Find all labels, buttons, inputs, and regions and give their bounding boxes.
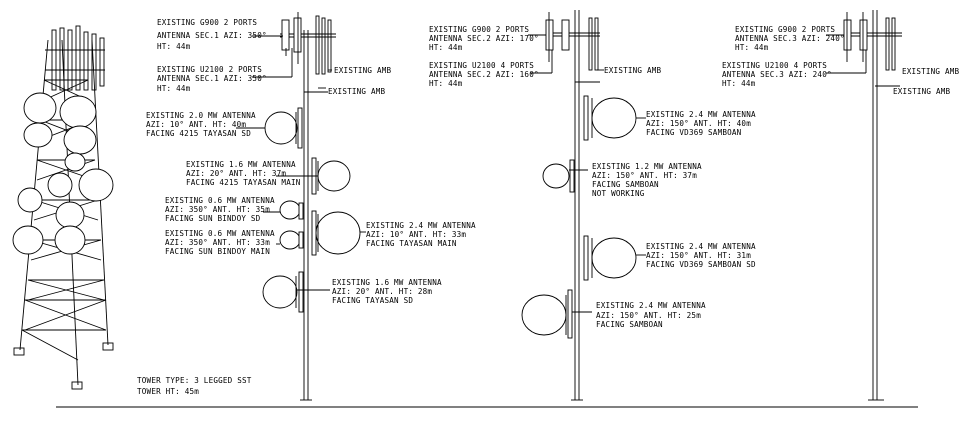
s2-u2100-line1: EXISTING U2100 4 PORTS xyxy=(429,61,534,70)
s2-mw2-line3: FACING SAMBOAN xyxy=(592,180,659,189)
s1-mw3-line1: EXISTING 0.6 MW ANTENNA xyxy=(165,196,275,205)
s1-mw6-line2: AZI: 20° ANT. HT: 28m xyxy=(332,287,432,296)
tower-height-label: TOWER HT: 45m xyxy=(137,387,199,396)
s2-u2100-line3: HT: 44m xyxy=(429,79,463,88)
s1-g900-line2: ANTENNA SEC.1 AZI: 350° xyxy=(157,31,267,40)
s3-g900-line3: HT: 44m xyxy=(735,43,769,52)
s2-g900-line1: EXISTING G900 2 PORTS xyxy=(429,25,529,34)
s2-g900-line3: HT: 44m xyxy=(429,43,463,52)
s1-mw6-line1: EXISTING 1.6 MW ANTENNA xyxy=(332,278,442,287)
tower-isometric xyxy=(12,25,114,390)
s1-mw1-line2: AZI: 10° ANT. HT: 40m xyxy=(146,120,246,129)
sector1-g900-antenna xyxy=(281,12,302,64)
s1-g900-line3: HT: 44m xyxy=(157,42,191,51)
s1-mw3-line2: AZI: 350° ANT. HT: 35m xyxy=(165,205,270,214)
s3-u2100-line2: ANTENNA SEC.3 AZI: 240° xyxy=(722,70,832,79)
s1-mw4-line1: EXISTING 0.6 MW ANTENNA xyxy=(165,229,275,238)
s1-mw2-line2: AZI: 20° ANT. HT: 37m xyxy=(186,169,286,178)
s3-amb1: EXISTING AMB xyxy=(902,67,959,76)
s1-mw5-line3: FACING TAYASAN MAIN xyxy=(366,239,457,248)
s1-u2100-line2: ANTENNA SEC.1 AZI: 350° xyxy=(157,74,267,83)
s1-mw6-line3: FACING TAYASAN SD xyxy=(332,296,413,305)
tower-type-label: TOWER TYPE: 3 LEGGED SST xyxy=(137,376,252,385)
s3-g900-line2: ANTENNA SEC.3 AZI: 240° xyxy=(735,34,845,43)
s2-u2100-line2: ANTENNA SEC.2 AZI: 160° xyxy=(429,70,539,79)
sector2-pole xyxy=(546,10,600,401)
sector2-mw-dishes xyxy=(521,95,637,339)
s1-mw4-line2: AZI: 350° ANT. HT: 33m xyxy=(165,238,270,247)
s2-amb1: EXISTING AMB xyxy=(604,66,661,75)
s2-mw1-line2: AZI: 150° ANT. HT: 40m xyxy=(646,119,751,128)
s1-mw2-line3: FACING 4215 TAYASAN MAIN xyxy=(186,178,301,187)
s2-mw2-line1: EXISTING 1.2 MW ANTENNA xyxy=(592,162,702,171)
sector2-amb xyxy=(588,17,599,71)
s3-amb2: EXISTING AMB xyxy=(893,87,950,96)
s3-u2100-line1: EXISTING U2100 4 PORTS xyxy=(722,61,827,70)
s2-mw3-line2: AZI: 150° ANT. HT: 31m xyxy=(646,251,751,260)
s2-mw2-line4: NOT WORKING xyxy=(592,189,645,198)
s2-mw3-line1: EXISTING 2.4 MW ANTENNA xyxy=(646,242,756,251)
s1-amb1: EXISTING AMB xyxy=(334,66,391,75)
sector1-mw-dishes xyxy=(262,107,361,313)
s1-mw5-line1: EXISTING 2.4 MW ANTENNA xyxy=(366,221,476,230)
s3-g900-line1: EXISTING G900 2 PORTS xyxy=(735,25,835,34)
s2-mw1-line1: EXISTING 2.4 MW ANTENNA xyxy=(646,110,756,119)
s1-g900-line1: EXISTING G900 2 PORTS xyxy=(157,18,257,27)
sector3-pole xyxy=(844,10,902,401)
s1-mw1-line1: EXISTING 2.0 MW ANTENNA xyxy=(146,111,256,120)
s1-mw1-line3: FACING 4215 TAYASAN SD xyxy=(146,129,251,138)
s1-mw4-line3: FACING SUN BINDOY MAIN xyxy=(165,247,270,256)
s2-mw1-line3: FACING VD369 SAMBOAN xyxy=(646,128,742,137)
s1-mw5-line2: AZI: 10° ANT. HT: 33m xyxy=(366,230,466,239)
s3-u2100-line3: HT: 44m xyxy=(722,79,756,88)
s2-mw4-line3: FACING SAMBOAN xyxy=(596,320,663,329)
s1-u2100-line3: HT: 44m xyxy=(157,84,191,93)
sector3-g900-antenna xyxy=(843,12,868,62)
sector2-g900-antenna xyxy=(545,12,570,62)
s2-g900-line2: ANTENNA SEC.2 AZI: 170° xyxy=(429,34,539,43)
s1-amb2: EXISTING AMB xyxy=(328,87,385,96)
sector1-pole xyxy=(280,30,336,401)
s2-mw4-line2: AZI: 150° ANT. HT: 25m xyxy=(596,311,701,320)
s1-mw2-line1: EXISTING 1.6 MW ANTENNA xyxy=(186,160,296,169)
sector1-amb xyxy=(315,15,332,75)
s2-mw3-line3: FACING VD369 SAMBOAN SD xyxy=(646,260,756,269)
sector3-amb xyxy=(885,17,896,71)
s2-mw2-line2: AZI: 150° ANT. HT: 37m xyxy=(592,171,697,180)
s1-u2100-line1: EXISTING U2100 2 PORTS xyxy=(157,65,262,74)
s2-mw4-line1: EXISTING 2.4 MW ANTENNA xyxy=(596,301,706,310)
leader-lines xyxy=(236,34,867,313)
s1-mw3-line3: FACING SUN BINDOY SD xyxy=(165,214,261,223)
